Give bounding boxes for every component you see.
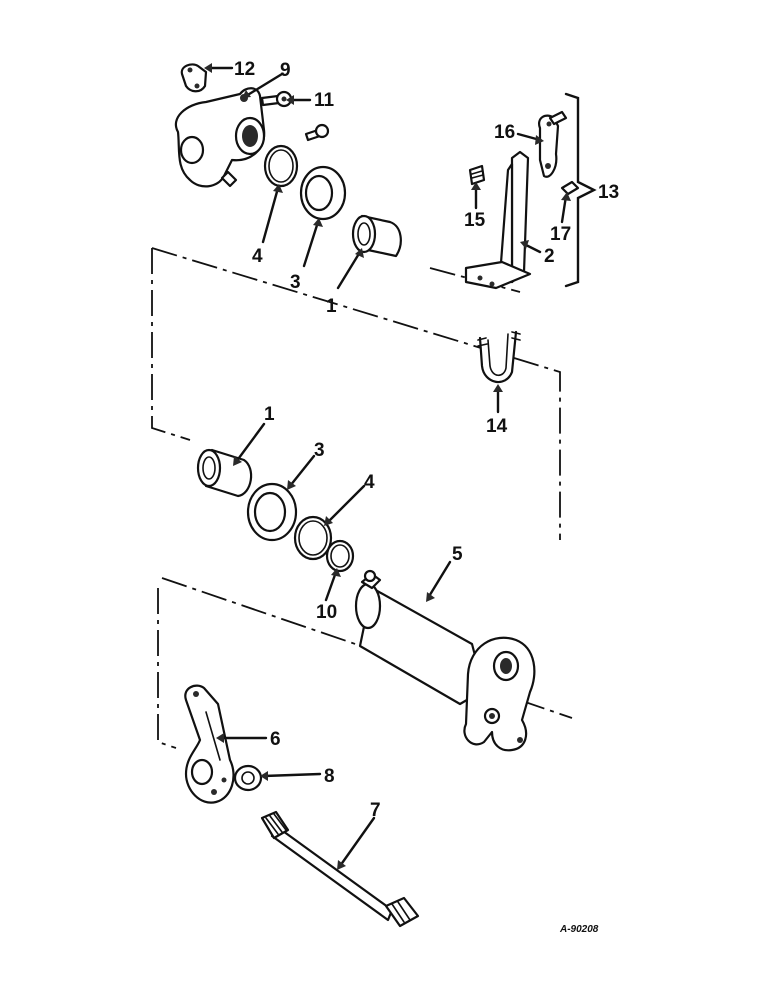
callout-3-upper: 3	[290, 272, 301, 293]
callout-12: 12	[234, 59, 255, 80]
part-4-ring-upper	[263, 144, 299, 188]
callout-14: 14	[486, 416, 508, 437]
leader-lines	[206, 66, 568, 868]
part-15-stud	[468, 164, 486, 186]
callout-4-middle: 4	[364, 472, 375, 493]
callout-2: 2	[544, 246, 555, 267]
callout-9: 9	[280, 60, 291, 81]
callout-6: 6	[270, 729, 281, 750]
part-12-plate	[180, 63, 208, 93]
part-1-bushing-middle	[196, 448, 253, 498]
part-3-seal-middle	[246, 482, 298, 542]
callout-4-upper: 4	[252, 246, 263, 267]
callout-8: 8	[324, 766, 335, 787]
callout-labels: 12 9 11 4 3 1 16 13 15 17 2 14 1 3 4 10 …	[234, 59, 619, 821]
callout-1-middle: 1	[264, 404, 275, 425]
part-8-nut	[233, 764, 263, 792]
part-7-splined-shaft	[260, 810, 420, 928]
part-3-seal-upper	[299, 165, 347, 221]
callout-1-upper: 1	[326, 296, 337, 317]
part-16-lever	[538, 110, 568, 178]
part-5-shaft-housing	[354, 569, 536, 752]
callout-5: 5	[452, 544, 463, 565]
callout-13: 13	[598, 182, 619, 203]
part-10-ring	[325, 539, 355, 573]
callout-16: 16	[494, 122, 515, 143]
drawing-reference-code: A-90208	[559, 924, 599, 935]
callout-15: 15	[464, 210, 486, 231]
part-1-bushing-upper	[351, 214, 402, 258]
part-4-ring-middle	[293, 515, 333, 561]
part-11-bolt-upper	[260, 90, 293, 108]
part-11-bolt-lower	[304, 123, 330, 142]
callout-11: 11	[314, 90, 335, 111]
callout-17: 17	[550, 224, 571, 245]
part-14-u-bolt	[477, 330, 521, 383]
part-6-lower-arm	[184, 684, 235, 804]
callout-10: 10	[316, 602, 337, 623]
arrowheads	[204, 63, 571, 870]
part-9-rocker-arm	[174, 87, 266, 188]
group-13-bracket	[564, 92, 597, 288]
callout-7: 7	[370, 800, 381, 821]
part-17-screw	[560, 180, 580, 196]
part-2-bracket	[464, 150, 532, 290]
callout-3-middle: 3	[314, 440, 325, 461]
